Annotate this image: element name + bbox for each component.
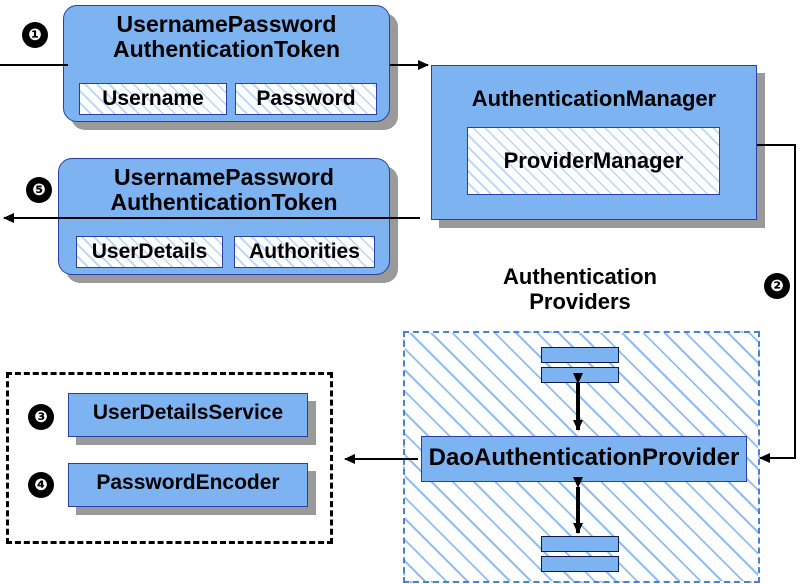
support-services-group: [6, 372, 333, 544]
request-token-title: UsernamePassword AuthenticationToken: [63, 12, 390, 62]
request-token-node[interactable]: UsernamePassword AuthenticationToken Use…: [63, 5, 404, 136]
password-encoder-node[interactable]: PasswordEncoder: [68, 463, 322, 521]
other-provider-bar-top-2[interactable]: [541, 367, 619, 383]
dao-authentication-provider-body: [421, 436, 747, 482]
step-badge-3: ❸: [28, 404, 54, 430]
step-badge-4: ❹: [28, 472, 54, 498]
field-authorities: Authorities: [234, 236, 375, 268]
field-userdetails: UserDetails: [76, 236, 223, 268]
other-provider-bar-bottom-1[interactable]: [541, 536, 619, 552]
authentication-manager-title: AuthenticationManager: [471, 86, 717, 111]
dao-authentication-provider-node[interactable]: DaoAuthenticationProvider: [421, 436, 761, 496]
other-provider-bar-bottom-2[interactable]: [541, 556, 619, 572]
providers-region-title-line1: Authentication: [503, 264, 657, 289]
dao-authentication-provider-label: DaoAuthenticationProvider: [428, 444, 740, 471]
authentication-manager-node[interactable]: AuthenticationManager ProviderManager: [431, 65, 771, 234]
step-badge-5: ❺: [26, 177, 52, 203]
password-encoder-label: PasswordEncoder: [96, 471, 280, 494]
field-password: Password: [235, 83, 377, 115]
user-details-service-node[interactable]: UserDetailsService: [68, 393, 322, 451]
step-badge-1: ❶: [22, 22, 48, 48]
request-token-title-line1: UsernamePassword: [116, 11, 337, 37]
providers-region-title-line2: Providers: [529, 288, 631, 314]
response-token-title: UsernamePassword AuthenticationToken: [58, 165, 390, 215]
step-badge-2: ❷: [764, 273, 790, 299]
field-username: Username: [79, 83, 227, 115]
password-encoder-body: [68, 463, 308, 507]
providers-region-title: Authentication Providers: [455, 264, 705, 314]
request-token-title-line2: AuthenticationToken: [112, 35, 340, 62]
user-details-service-label: UserDetailsService: [92, 401, 284, 424]
response-token-node[interactable]: UsernamePassword AuthenticationToken Use…: [58, 158, 404, 289]
response-token-title-line1: UsernamePassword: [114, 164, 334, 190]
user-details-service-body: [68, 393, 308, 437]
provider-manager-box: ProviderManager: [467, 127, 720, 195]
response-token-title-line2: AuthenticationToken: [110, 188, 338, 215]
other-provider-bar-top-1[interactable]: [541, 347, 619, 363]
